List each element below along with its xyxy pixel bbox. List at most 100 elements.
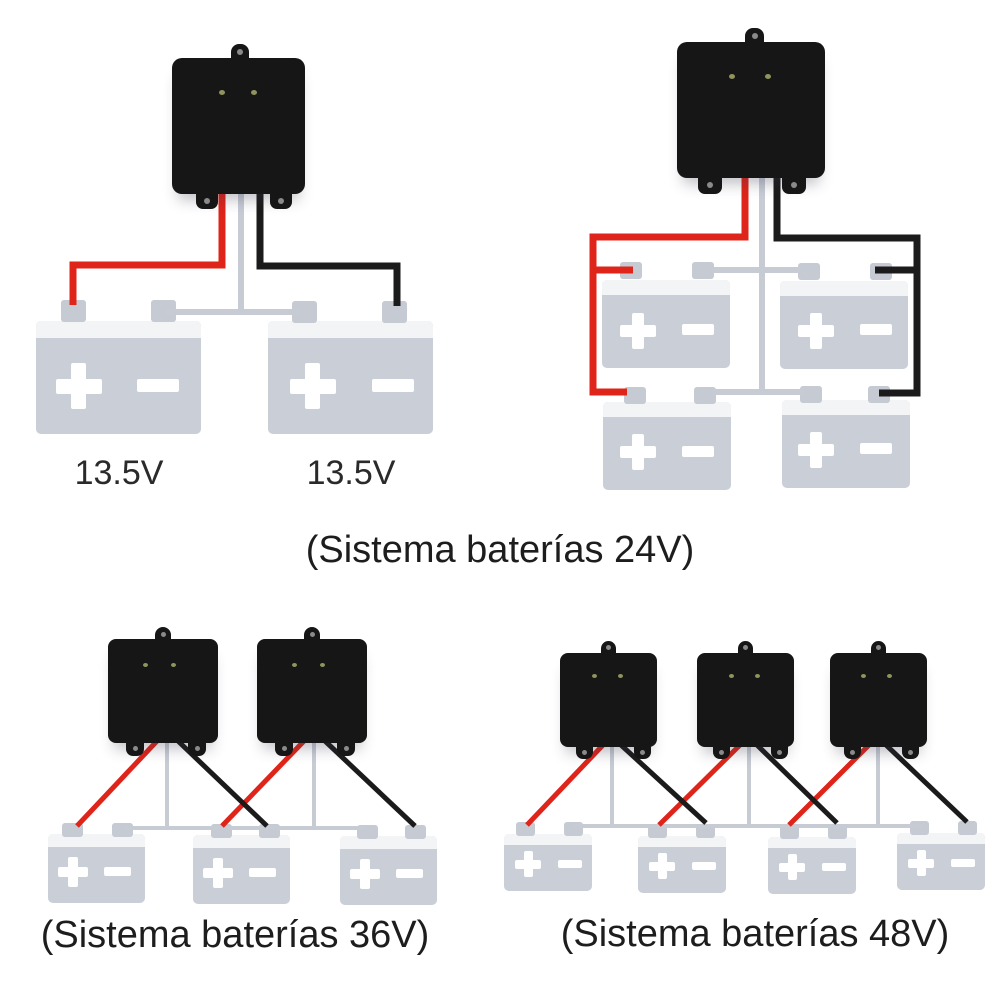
battery-terminal-post <box>828 825 847 839</box>
battery-terminal-post <box>151 300 176 322</box>
mounting-hole-icon <box>751 33 758 39</box>
mounting-hole-icon <box>908 750 913 755</box>
red-positive-wire <box>589 175 749 396</box>
led-indicator-icon <box>755 674 760 678</box>
mounting-tab <box>576 746 593 759</box>
minus-terminal-icon <box>249 868 276 877</box>
mounting-tab <box>771 746 788 759</box>
plus-terminal-icon <box>524 851 533 877</box>
mounting-tab <box>782 176 806 194</box>
plus-terminal-icon <box>917 850 926 876</box>
caption-system-24v: (Sistema baterías 24V) <box>305 529 695 571</box>
battery <box>782 400 910 488</box>
series-link-wire <box>122 740 366 830</box>
plus-terminal-icon <box>71 363 86 409</box>
battery-terminal-post <box>405 825 426 839</box>
mounting-tab <box>270 192 292 209</box>
battery <box>603 402 731 490</box>
mounting-tab <box>275 741 293 756</box>
battery-top-band <box>768 837 856 848</box>
caption-system-48v: (Sistema baterías 48V) <box>560 913 950 955</box>
plus-terminal-icon <box>810 313 822 349</box>
battery <box>48 834 145 903</box>
battery-equalizer-device <box>108 627 218 756</box>
battery <box>504 834 592 891</box>
battery-top-band <box>193 835 290 848</box>
mounting-hole-icon <box>743 645 748 650</box>
led-indicator-icon <box>729 74 735 79</box>
battery <box>268 321 433 434</box>
battery-top-band <box>340 836 437 849</box>
led-indicator-icon <box>887 674 892 678</box>
plus-terminal-icon <box>788 854 797 880</box>
minus-terminal-icon <box>860 324 892 335</box>
mounting-tab <box>713 746 730 759</box>
mounting-tab <box>337 741 355 756</box>
battery-terminal-post <box>692 262 714 279</box>
minus-terminal-icon <box>137 379 179 392</box>
battery-terminal-post <box>624 387 646 404</box>
battery-terminal-post <box>780 825 799 839</box>
mounting-hole-icon <box>281 746 287 751</box>
mounting-hole-icon <box>719 750 724 755</box>
battery-equalizer-device <box>677 28 825 194</box>
minus-terminal-icon <box>558 860 582 868</box>
mounting-tab <box>902 746 919 759</box>
series-link-wire <box>711 175 804 395</box>
minus-terminal-icon <box>951 859 975 867</box>
battery-equalizer-device <box>172 44 305 209</box>
battery-top-band <box>48 834 145 847</box>
mounting-tab <box>698 176 722 194</box>
led-indicator-icon <box>861 674 866 678</box>
plus-terminal-icon <box>305 363 320 409</box>
mounting-hole-icon <box>707 182 713 188</box>
mounting-hole-icon <box>278 197 284 204</box>
minus-terminal-icon <box>372 379 414 392</box>
battery <box>340 836 437 905</box>
red-positive-wire <box>75 739 306 828</box>
series-link-wire <box>166 190 300 315</box>
mounting-hole-icon <box>309 631 315 637</box>
led-indicator-icon <box>219 90 225 95</box>
led-indicator-icon <box>171 663 176 667</box>
battery-equalizer-device <box>830 641 927 759</box>
mounting-hole-icon <box>160 631 166 637</box>
battery-equalizer-device <box>560 641 657 759</box>
minus-terminal-icon <box>822 863 846 871</box>
mounting-tab <box>155 627 171 641</box>
mounting-hole-icon <box>791 182 797 188</box>
mounting-tab <box>745 28 764 44</box>
battery-terminal-post <box>292 301 317 323</box>
mounting-hole-icon <box>876 645 881 650</box>
series-link-wire <box>574 745 922 828</box>
mounting-hole-icon <box>343 746 349 751</box>
battery-voltage-label: 13.5V <box>74 454 164 492</box>
battery <box>36 321 201 434</box>
battery-equalizer-device <box>257 627 367 756</box>
mounting-tab <box>601 641 616 654</box>
minus-terminal-icon <box>682 446 714 457</box>
mounting-hole-icon <box>204 197 210 204</box>
battery <box>602 280 730 368</box>
battery-top-band <box>638 836 726 847</box>
plus-terminal-icon <box>632 434 644 470</box>
plus-terminal-icon <box>810 432 822 468</box>
battery-terminal-post <box>798 263 820 280</box>
minus-terminal-icon <box>104 867 131 876</box>
mounting-tab <box>196 192 218 209</box>
mounting-tab <box>738 641 753 654</box>
plus-terminal-icon <box>658 853 667 879</box>
black-negative-wire <box>619 743 969 825</box>
plus-terminal-icon <box>213 858 223 888</box>
led-indicator-icon <box>729 674 734 678</box>
led-indicator-icon <box>143 663 148 667</box>
plus-terminal-icon <box>360 859 370 889</box>
red-positive-wire <box>69 190 226 305</box>
battery-top-band <box>603 402 731 417</box>
mounting-hole-icon <box>237 49 243 55</box>
led-indicator-icon <box>765 74 771 79</box>
battery-terminal-post <box>382 301 407 323</box>
battery <box>768 837 856 894</box>
led-indicator-icon <box>251 90 257 95</box>
